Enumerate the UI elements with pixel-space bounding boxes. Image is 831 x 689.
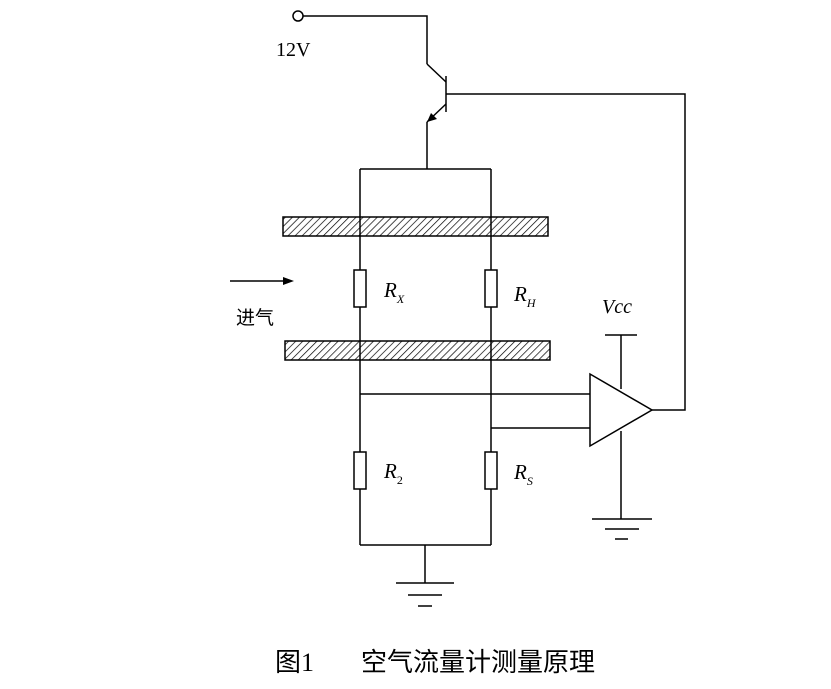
feedback-wire [446, 93, 686, 411]
resistor-rh-label: RH [513, 282, 537, 310]
airflow-arrow-icon [230, 277, 294, 285]
opamp [589, 372, 654, 448]
duct-wall-bottom [284, 340, 551, 361]
supply-terminal [292, 10, 304, 22]
opamp-ground-icon [592, 518, 652, 540]
airflow-label: 进气 [236, 307, 274, 329]
transistor [426, 63, 447, 123]
resistor-rs-label: RS [513, 460, 533, 488]
resistor-rx-label: RX [383, 278, 405, 306]
resistor-r2 [353, 451, 367, 490]
figure-number: 图1 [275, 648, 314, 677]
emitter-arrow-icon [427, 113, 437, 122]
vcc-label: Vcc [602, 296, 632, 318]
resistor-rs [484, 451, 498, 490]
resistor-rx [353, 269, 367, 308]
resistor-r2-label: R2 [383, 459, 403, 487]
figure-title: 空气流量计测量原理 [361, 648, 595, 677]
resistor-rh [484, 269, 498, 308]
supply-voltage-label: 12V [276, 39, 311, 61]
supply-wire [303, 15, 428, 64]
bridge-ground-icon [396, 582, 454, 607]
duct-wall-top [282, 216, 549, 237]
